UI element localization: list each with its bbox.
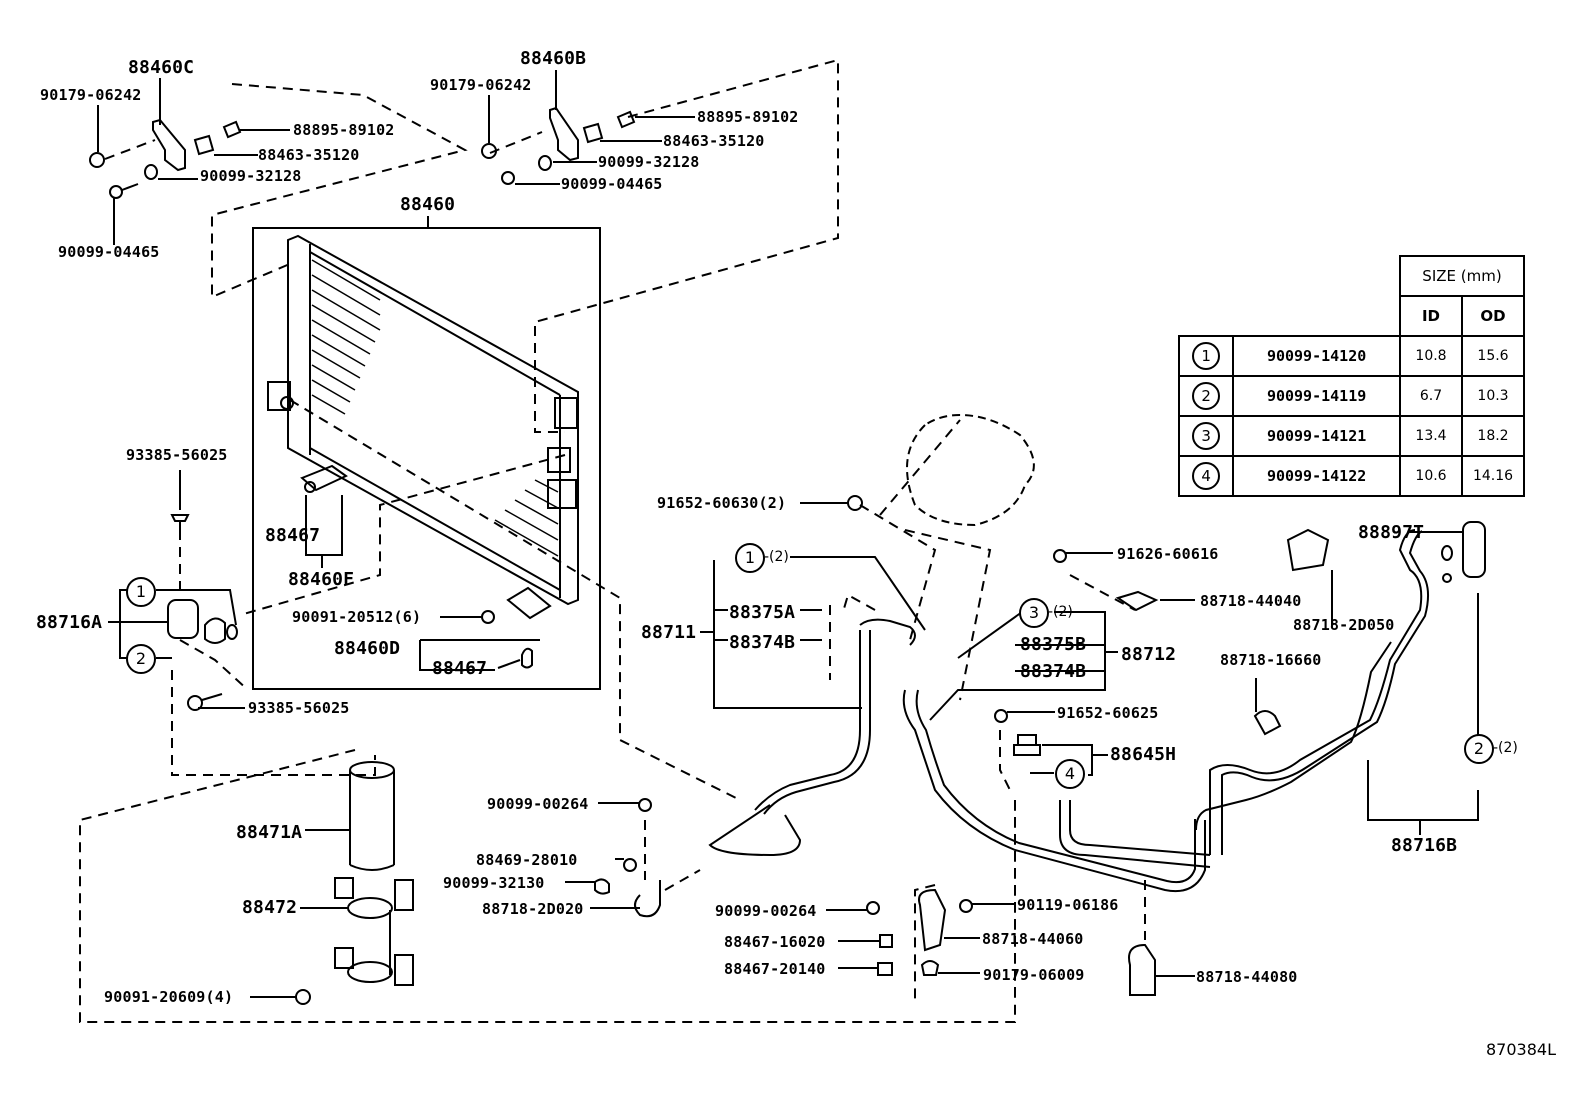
row-callout: 1 <box>1192 342 1221 370</box>
o-ring-size-table: SIZE (mm) ID OD 1 90099-14120 10.8 15.6 … <box>1177 255 1525 497</box>
quantity-label: -(2) <box>1493 740 1518 756</box>
size-col-id: ID <box>1399 295 1463 337</box>
part-label-88460[interactable]: 88460 <box>400 194 456 215</box>
row-part-number[interactable]: 90099-14121 <box>1232 415 1401 457</box>
part-label-88471a[interactable]: 88471A <box>236 822 303 843</box>
o-ring-callout-2: 2 <box>1464 734 1494 764</box>
part-label-88718-44080[interactable]: 88718-44080 <box>1196 968 1298 986</box>
liquid-pipe-icon <box>1059 529 1430 868</box>
part-label-88472[interactable]: 88472 <box>242 897 298 918</box>
part-label-90099-32130[interactable]: 90099-32130 <box>443 874 545 892</box>
condenser-group-box <box>252 227 601 690</box>
part-label-88467[interactable]: 88467 <box>432 658 488 679</box>
part-label-88718-44060[interactable]: 88718-44060 <box>982 930 1084 948</box>
size-table-header: SIZE (mm) <box>1399 255 1525 297</box>
part-label-93385-56025[interactable]: 93385-56025 <box>126 446 228 464</box>
part-label-88375b[interactable]: 88375B <box>1020 634 1087 655</box>
row-part-number[interactable]: 90099-14119 <box>1232 375 1401 417</box>
part-label-90091-20609[interactable]: 90091-20609(4) <box>104 988 234 1006</box>
part-label-88718-2d050[interactable]: 88718-2D050 <box>1293 616 1395 634</box>
receiver-dryer-icon <box>349 761 395 871</box>
condenser-icon <box>267 234 579 606</box>
part-label-90099-32128[interactable]: 90099-32128 <box>200 167 302 185</box>
part-label-90099-32128[interactable]: 90099-32128 <box>598 153 700 171</box>
row-od: 10.3 <box>1461 375 1525 417</box>
part-label-88645h[interactable]: 88645H <box>1110 744 1177 765</box>
part-label-88467-20140[interactable]: 88467-20140 <box>724 960 826 978</box>
row-od: 15.6 <box>1461 335 1525 377</box>
part-label-88895-89102[interactable]: 88895-89102 <box>293 121 395 139</box>
part-label-88718-44040[interactable]: 88718-44040 <box>1200 592 1302 610</box>
part-label-88469-28010[interactable]: 88469-28010 <box>476 851 578 869</box>
receiver-bracket-icon <box>334 877 414 986</box>
part-label-88716a[interactable]: 88716A <box>36 612 103 633</box>
row-id: 10.6 <box>1399 455 1463 497</box>
part-label-91626-60616[interactable]: 91626-60616 <box>1117 545 1219 563</box>
part-label-90099-00264[interactable]: 90099-00264 <box>487 795 589 813</box>
part-label-88711[interactable]: 88711 <box>641 622 697 643</box>
part-label-88467-16020[interactable]: 88467-16020 <box>724 933 826 951</box>
part-label-90099-04465[interactable]: 90099-04465 <box>58 243 160 261</box>
clip-88718-44060-icon <box>918 888 947 952</box>
part-label-90099-00264[interactable]: 90099-00264 <box>715 902 817 920</box>
bracket-88460c-icon <box>89 118 242 199</box>
part-label-93385-56025[interactable]: 93385-56025 <box>248 699 350 717</box>
row-id: 10.8 <box>1399 335 1463 377</box>
row-id: 6.7 <box>1399 375 1463 417</box>
part-label-88712[interactable]: 88712 <box>1121 644 1177 665</box>
assembly-dashed-lines <box>79 58 1146 1023</box>
part-label-88897t[interactable]: 88897T <box>1358 522 1425 543</box>
quantity-label: -(2) <box>1048 604 1073 620</box>
part-label-90179-06242[interactable]: 90179-06242 <box>40 86 142 104</box>
o-ring-callout-1: 1 <box>126 577 156 607</box>
suction-hose-icon <box>902 689 1206 892</box>
size-col-od: OD <box>1461 295 1525 337</box>
row-od: 14.16 <box>1461 455 1525 497</box>
compressor-outline-icon <box>906 413 1035 527</box>
o-ring-callout-3: 3 <box>1019 598 1049 628</box>
row-part-number[interactable]: 90099-14120 <box>1232 335 1401 377</box>
table-row: 4 90099-14122 10.6 14.16 <box>1177 455 1525 497</box>
part-label-90119-06186[interactable]: 90119-06186 <box>1017 896 1119 914</box>
row-od: 18.2 <box>1461 415 1525 457</box>
part-label-88460d[interactable]: 88460D <box>334 638 401 659</box>
part-label-88374b[interactable]: 88374B <box>729 632 796 653</box>
part-label-90179-06242[interactable]: 90179-06242 <box>430 76 532 94</box>
row-part-number[interactable]: 90099-14122 <box>1232 455 1401 497</box>
part-label-88718-16660[interactable]: 88718-16660 <box>1220 651 1322 669</box>
bracket-88460b-icon <box>481 106 636 185</box>
part-label-88716b[interactable]: 88716B <box>1391 835 1458 856</box>
part-label-88460b[interactable]: 88460B <box>520 48 587 69</box>
part-label-88463-35120[interactable]: 88463-35120 <box>663 132 765 150</box>
part-label-90091-20512[interactable]: 90091-20512(6) <box>292 608 422 626</box>
o-ring-callout-4: 4 <box>1055 759 1085 789</box>
part-label-91652-60630[interactable]: 91652-60630(2) <box>657 494 787 512</box>
part-label-91652-60625[interactable]: 91652-60625 <box>1057 704 1159 722</box>
part-label-88463-35120[interactable]: 88463-35120 <box>258 146 360 164</box>
part-label-88895-89102[interactable]: 88895-89102 <box>697 108 799 126</box>
figure-id: 870384L <box>1486 1040 1556 1059</box>
row-callout: 4 <box>1192 462 1221 490</box>
clip-88718-44080-icon <box>1128 943 1156 996</box>
part-label-88467[interactable]: 88467 <box>265 525 321 546</box>
part-label-88460f[interactable]: 88460F <box>288 569 355 590</box>
part-label-90179-06009[interactable]: 90179-06009 <box>983 966 1085 984</box>
part-label-90099-04465[interactable]: 90099-04465 <box>561 175 663 193</box>
row-id: 13.4 <box>1399 415 1463 457</box>
table-row: 2 90099-14119 6.7 10.3 <box>1177 375 1525 417</box>
row-callout: 2 <box>1192 382 1221 410</box>
table-row: 3 90099-14121 13.4 18.2 <box>1177 415 1525 457</box>
table-row: 1 90099-14120 10.8 15.6 <box>1177 335 1525 377</box>
discharge-hose-icon <box>708 618 916 857</box>
o-ring-callout-2: 2 <box>126 644 156 674</box>
part-label-88374b[interactable]: 88374B <box>1020 661 1087 682</box>
quantity-label: -(2) <box>764 549 789 565</box>
part-label-88718-2d020[interactable]: 88718-2D020 <box>482 900 584 918</box>
part-label-88375a[interactable]: 88375A <box>729 602 796 623</box>
row-callout: 3 <box>1192 422 1221 450</box>
o-ring-callout-1: 1 <box>735 543 765 573</box>
part-label-88460c[interactable]: 88460C <box>128 57 195 78</box>
